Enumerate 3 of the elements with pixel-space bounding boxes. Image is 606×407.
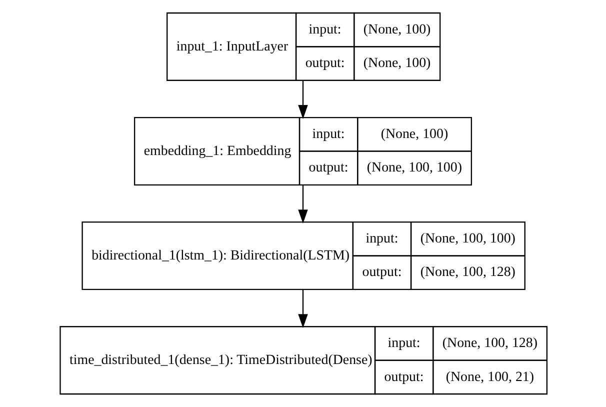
arrow [298,185,308,224]
arrow [298,80,308,119]
arrow [298,290,308,328]
